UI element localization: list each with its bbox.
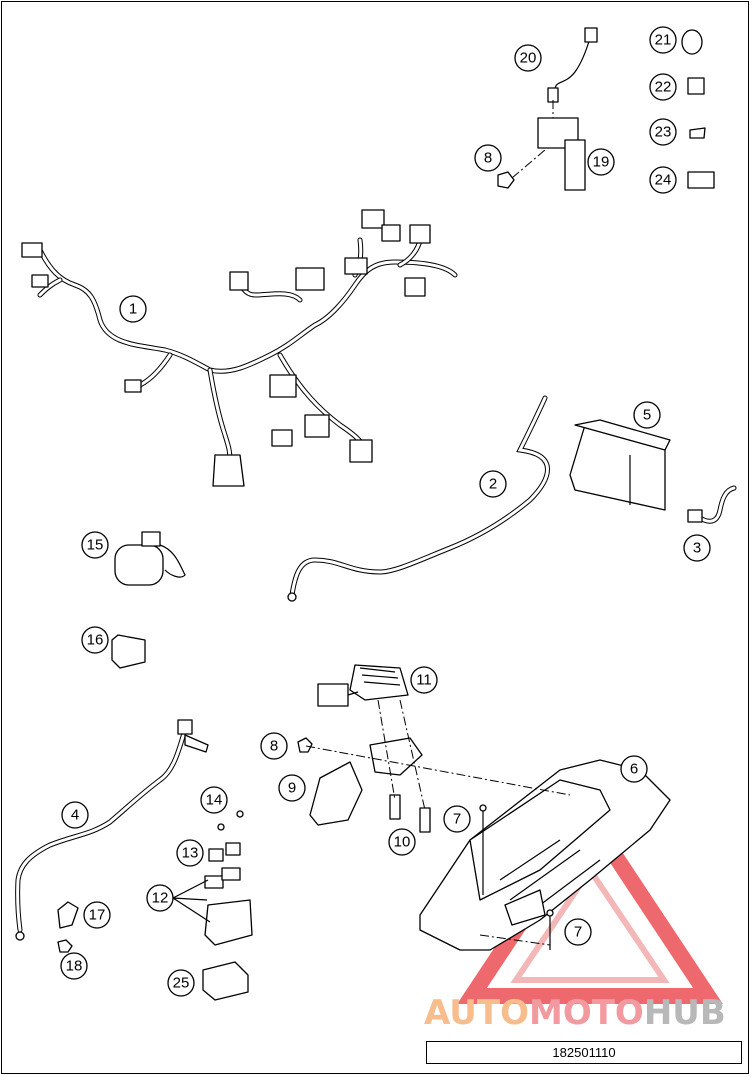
- callout-13: 13: [176, 839, 204, 867]
- electronics-box: [419, 759, 671, 951]
- ignition-bracket: [511, 27, 598, 191]
- svg-text:10: 10: [394, 834, 411, 851]
- callout-7b: 7: [564, 918, 592, 946]
- svg-text:1: 1: [129, 301, 137, 318]
- starter-relay: [114, 531, 186, 586]
- svg-text:18: 18: [66, 958, 83, 975]
- svg-text:7: 7: [453, 811, 461, 828]
- screws-10: [389, 794, 431, 833]
- callout-15: 15: [81, 531, 109, 559]
- callout-7a: 7: [443, 805, 471, 833]
- callout-2: 2: [479, 470, 507, 498]
- callout-25: 25: [167, 969, 195, 997]
- svg-text:23: 23: [655, 124, 672, 141]
- callout-12: 12: [146, 884, 174, 912]
- callout-10: 10: [388, 828, 416, 856]
- callout-8b: 8: [260, 732, 288, 760]
- callout-22: 22: [649, 73, 677, 101]
- callout-19: 19: [587, 148, 615, 176]
- svg-text:11: 11: [416, 672, 432, 689]
- ground-cable: [15, 719, 209, 941]
- svg-text:15: 15: [87, 537, 104, 554]
- cap-17: [57, 901, 79, 929]
- svg-text:8: 8: [270, 738, 278, 755]
- dashed-leaders: [305, 699, 571, 946]
- callout-18: 18: [60, 952, 88, 980]
- regulator-bracket: [309, 737, 423, 826]
- callout-5: 5: [633, 401, 661, 429]
- svg-text:13: 13: [182, 845, 199, 862]
- svg-text:20: 20: [520, 50, 537, 67]
- svg-text:24: 24: [655, 172, 672, 189]
- svg-text:25: 25: [173, 975, 190, 992]
- callout-4: 4: [61, 801, 89, 829]
- svg-text:22: 22: [655, 79, 672, 96]
- callout-17: 17: [83, 901, 111, 929]
- screws-7: [479, 804, 554, 950]
- svg-text:9: 9: [288, 780, 296, 797]
- callout-16: 16: [81, 626, 109, 654]
- fuse-box: [172, 810, 253, 946]
- part-number-box: 182501110: [426, 1041, 742, 1064]
- watermark-text: AUTOMOTOHUB: [424, 993, 750, 1033]
- voltage-regulator: [317, 664, 409, 707]
- svg-text:14: 14: [206, 792, 223, 809]
- battery-cable-negative: [687, 485, 737, 524]
- relay-25: [202, 961, 249, 1001]
- main-wiring-harness: [21, 209, 458, 487]
- callout-24: 24: [649, 166, 677, 194]
- watermark-part3: HUB: [643, 993, 726, 1033]
- svg-text:6: 6: [630, 761, 638, 778]
- callout-9: 9: [278, 774, 306, 802]
- svg-text:21: 21: [655, 32, 672, 49]
- svg-text:5: 5: [643, 407, 651, 424]
- battery: [569, 419, 671, 511]
- watermark-part1: AUTO: [424, 993, 529, 1033]
- callout-6: 6: [620, 755, 648, 783]
- svg-text:12: 12: [152, 890, 169, 907]
- callout-20: 20: [514, 44, 542, 72]
- callout-23: 23: [649, 118, 677, 146]
- watermark-part2: MOTO: [528, 993, 644, 1033]
- callout-8a: 8: [474, 144, 502, 172]
- small-fasteners: [681, 29, 715, 189]
- callout-14: 14: [200, 786, 228, 814]
- nut-18: [57, 939, 73, 953]
- svg-text:7: 7: [574, 924, 582, 941]
- svg-text:3: 3: [693, 540, 701, 557]
- svg-text:2: 2: [489, 476, 497, 493]
- svg-text:4: 4: [71, 807, 79, 824]
- svg-text:19: 19: [593, 154, 610, 171]
- svg-text:17: 17: [89, 907, 106, 924]
- callout-3: 3: [683, 534, 711, 562]
- svg-text:8: 8: [484, 150, 492, 167]
- callout-21: 21: [649, 26, 677, 54]
- callout-11: 11: [410, 666, 438, 694]
- nut-8: [297, 171, 515, 753]
- relay-16: [111, 634, 146, 669]
- callout-1: 1: [119, 295, 147, 323]
- svg-text:16: 16: [87, 632, 104, 649]
- battery-cable-positive: [287, 395, 550, 602]
